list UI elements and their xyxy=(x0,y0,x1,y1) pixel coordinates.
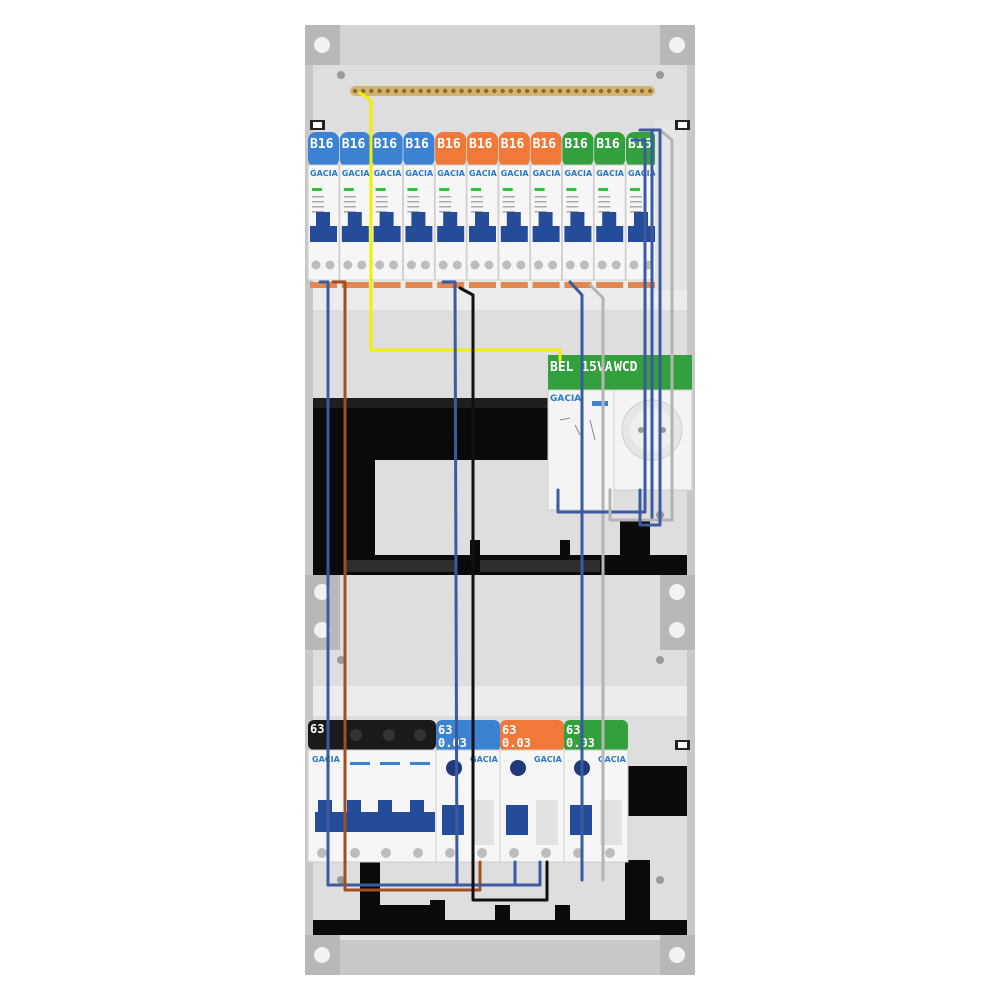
wire-grey-1 xyxy=(588,283,605,882)
breaker-brand: GACIA xyxy=(405,169,434,178)
rcd-rating: 63 xyxy=(438,723,452,737)
rcd-toggle[interactable] xyxy=(442,805,464,835)
wire-blue-1 xyxy=(318,280,542,887)
corner-screws xyxy=(305,25,695,975)
wire-blue-6 xyxy=(638,128,662,527)
rcd-sensitivity: 0.03 xyxy=(438,736,467,750)
breaker-brand: GACIA xyxy=(628,169,657,178)
rcd-sensitivity: 0.03 xyxy=(566,736,595,750)
main-switch-header xyxy=(308,720,436,750)
middle-earth-bar xyxy=(313,455,687,575)
breaker-brand: GACIA xyxy=(374,169,403,178)
breaker-label: B16 xyxy=(374,137,398,152)
breaker-label: B16 xyxy=(310,137,334,152)
svg-text:GACIA: GACIA xyxy=(312,755,341,764)
mid-rail-edge xyxy=(313,398,687,408)
breaker-label: B16 xyxy=(564,137,588,152)
rcd-sensitivity: 0.03 xyxy=(502,736,531,750)
top-cover-panel xyxy=(340,25,660,65)
breaker-label: B16 xyxy=(342,137,366,152)
rcd-toggle[interactable] xyxy=(506,805,528,835)
aux-row: BEL 15VA WCD GACIA xyxy=(547,355,693,511)
breaker-label: B16 xyxy=(501,137,525,152)
socket-label: WCD xyxy=(614,360,638,375)
breaker-brand: GACIA xyxy=(469,169,498,178)
wire-blue-5 xyxy=(556,138,647,514)
breaker-brand: GACIA xyxy=(437,169,466,178)
test-button[interactable] xyxy=(446,760,462,776)
wire-blue-3 xyxy=(568,280,584,882)
breaker-label: B16 xyxy=(533,137,557,152)
svg-text:GACIA: GACIA xyxy=(534,755,563,764)
breaker-brand: GACIA xyxy=(342,169,371,178)
bottom-breaker-row: 63 GACIA 630.03GACIA630.03GACIA630.03GAC… xyxy=(307,686,690,863)
rcd-rating: 63 xyxy=(566,723,580,737)
svg-text:GACIA: GACIA xyxy=(598,755,627,764)
top-breaker-row: B16GACIAB16GACIAB16GACIAB16GACIAB16GACIA… xyxy=(307,132,658,288)
wiring xyxy=(318,91,674,902)
svg-text:GACIA: GACIA xyxy=(470,755,499,764)
wire-yellow xyxy=(358,91,562,362)
breaker-brand: GACIA xyxy=(310,169,339,178)
breaker-brand: GACIA xyxy=(564,169,593,178)
breaker-brand: GACIA xyxy=(501,169,530,178)
test-button[interactable] xyxy=(510,760,526,776)
breaker-label: B16 xyxy=(596,137,620,152)
breaker-label: B16 xyxy=(469,137,493,152)
breaker-label: B16 xyxy=(437,137,461,152)
breaker-brand: GACIA xyxy=(596,169,625,178)
rcd-rating: 63 xyxy=(502,723,516,737)
breaker-brand: GACIA xyxy=(533,169,562,178)
wire-grey-2 xyxy=(608,128,674,522)
top-busbar xyxy=(350,86,655,96)
transformer-brand: GACIA xyxy=(550,394,581,404)
wire-black xyxy=(458,286,549,902)
main-switch-label: 63 xyxy=(310,722,324,736)
wire-brown xyxy=(331,280,482,892)
breaker-label: B16 xyxy=(405,137,429,152)
wire-blue-2 xyxy=(441,280,517,887)
bottom-earth-bar xyxy=(313,860,687,935)
